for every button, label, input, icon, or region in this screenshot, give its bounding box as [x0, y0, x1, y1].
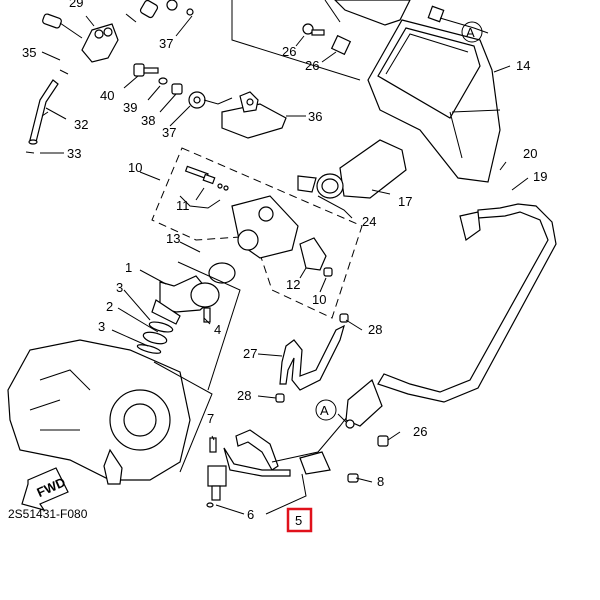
part-label-33-lower[interactable]: 33 — [67, 146, 81, 161]
part-label-32[interactable]: 32 — [74, 117, 88, 132]
part-label-27[interactable]: 27 — [243, 346, 257, 361]
part-label-1[interactable]: 1 — [125, 260, 132, 275]
marker-label: A — [466, 25, 475, 40]
part-label-26[interactable]: 26 — [282, 44, 296, 59]
part-label-26-lower[interactable]: 26 — [413, 424, 427, 439]
part-label-8[interactable]: 8 — [377, 474, 384, 489]
bracket-36 — [203, 91, 287, 139]
throttle-sensor — [299, 237, 333, 277]
marker-label: A — [320, 403, 329, 418]
part-label-11[interactable]: 10 — [312, 292, 326, 307]
clip-screw — [302, 5, 445, 56]
part-label-40[interactable]: 40 — [100, 88, 114, 103]
part-label-9[interactable]: 10 — [128, 160, 142, 175]
fuel-cock-assembly — [42, 0, 194, 63]
forward-direction-arrow: FWD — [21, 467, 69, 512]
part-label-13[interactable]: 13 — [166, 231, 180, 246]
breather-hose-27 — [275, 313, 349, 403]
part-labels: 29 35 37 26 26 14 40 39 38 37 36 32 33 1… — [22, 0, 547, 522]
part-label-35[interactable]: 37 — [159, 36, 173, 51]
part-label-14[interactable]: 14 — [516, 58, 530, 73]
intake-manifold — [136, 261, 241, 391]
part-label-10[interactable]: 11 — [176, 198, 190, 213]
part-label-17[interactable]: 17 — [398, 194, 412, 209]
part-label-3-lower[interactable]: 3 — [98, 319, 105, 334]
part-label-25[interactable]: 26 — [305, 58, 319, 73]
part-label-39[interactable]: 39 — [123, 100, 137, 115]
part-label-38[interactable]: 38 — [141, 113, 155, 128]
part-label-28[interactable]: 28 — [368, 322, 382, 337]
injector-harness — [206, 379, 389, 508]
hose-32 — [25, 69, 69, 154]
part-label-24[interactable]: 24 — [362, 214, 376, 229]
air-box-cover — [334, 0, 411, 26]
reference-marker-a-top: A — [461, 21, 483, 43]
part-label-5[interactable]: 5 — [295, 513, 302, 528]
part-label-28-lower[interactable]: 28 — [237, 388, 251, 403]
part-label-37[interactable]: 37 — [162, 125, 176, 140]
part-label-4[interactable]: 4 — [214, 322, 221, 337]
part-label-7[interactable]: 7 — [207, 411, 214, 426]
part-label-2[interactable]: 2 — [106, 299, 113, 314]
part-label-29[interactable]: 29 — [69, 0, 83, 10]
drawing-code: 2S51431-F080 — [8, 507, 88, 521]
throttle-body — [179, 165, 299, 259]
part-label-12[interactable]: 12 — [286, 277, 300, 292]
fuel-hose — [377, 203, 557, 403]
air-filter-case — [231, 0, 501, 183]
part-label-36[interactable]: 36 — [308, 109, 322, 124]
leader-lines — [40, 15, 529, 515]
highlighted-part-5[interactable]: 5 — [286, 507, 313, 533]
part-label-6[interactable]: 6 — [247, 507, 254, 522]
part-label-33[interactable]: 35 — [22, 45, 36, 60]
throttle-body-group-outline — [151, 147, 363, 319]
part-label-20[interactable]: 20 — [523, 146, 537, 161]
part-label-19[interactable]: 19 — [533, 169, 547, 184]
reference-marker-a-bottom: A — [315, 399, 337, 421]
air-joint-17 — [297, 139, 407, 199]
engine-cylinder-head — [7, 339, 213, 485]
part-label-3[interactable]: 3 — [116, 280, 123, 295]
